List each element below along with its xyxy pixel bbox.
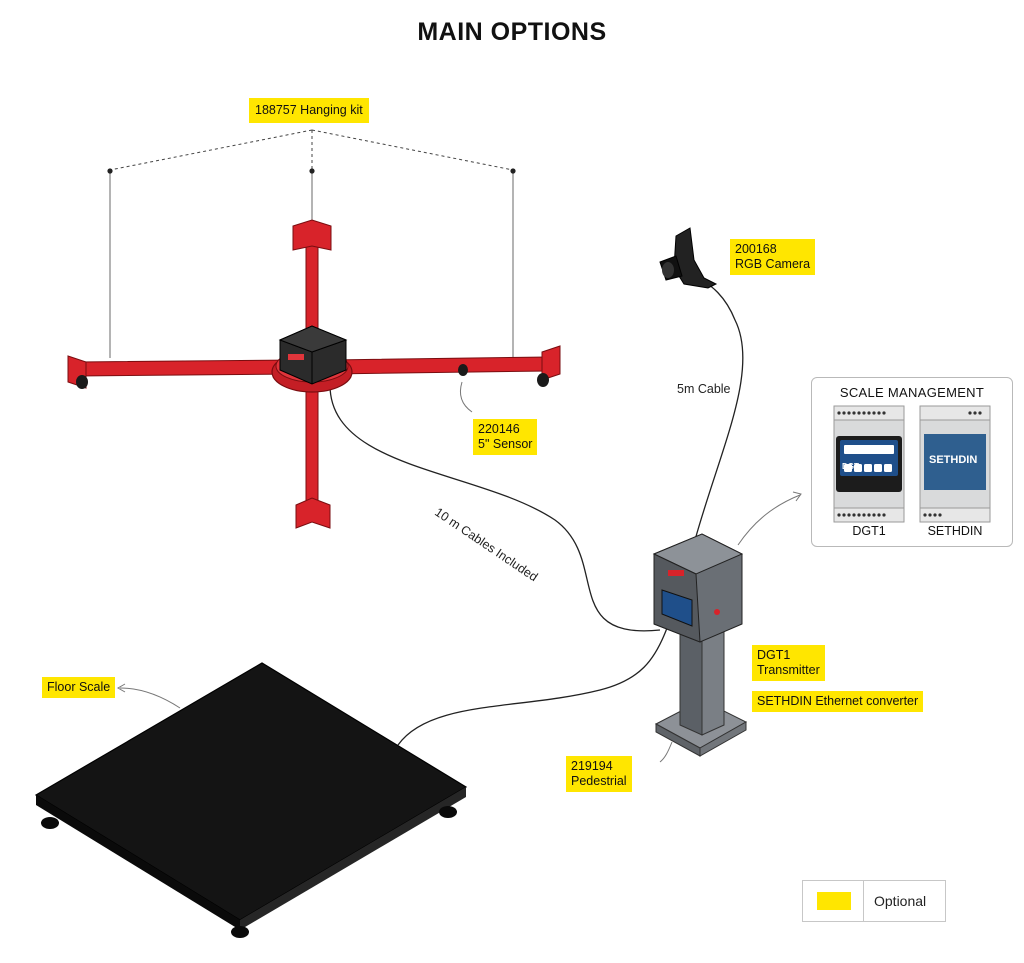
scale-management-title: SCALE MANAGEMENT bbox=[839, 385, 985, 400]
sethdin-screen-text: SETHDIN bbox=[929, 454, 978, 466]
floor-scale bbox=[34, 662, 468, 938]
transmitter-cabinet bbox=[652, 533, 744, 643]
hanging-kit-label: 188757 Hanging kit bbox=[255, 103, 363, 117]
terminal-dots bbox=[837, 411, 982, 517]
hanging-kit-lines bbox=[109, 129, 514, 358]
pedestal-tag: 219194 Pedestrial bbox=[566, 756, 632, 792]
sethdin-tag: SETHDIN Ethernet converter bbox=[752, 691, 924, 712]
sensor-name: 5" Sensor bbox=[478, 437, 533, 451]
pedestal-name: Pedestrial bbox=[571, 774, 627, 788]
sensor-tag: 220146 5" Sensor bbox=[473, 419, 538, 455]
rgb-camera bbox=[659, 227, 718, 289]
dgt1-device bbox=[833, 405, 905, 523]
pedestal-code: 219194 bbox=[571, 759, 613, 773]
dgt1-code: DGT1 bbox=[757, 648, 791, 662]
pointer-arrows bbox=[116, 381, 802, 763]
sensor-hub-box bbox=[278, 325, 348, 385]
legend: Optional bbox=[802, 880, 946, 922]
dgt1-tag: DGT1 Transmitter bbox=[752, 645, 825, 681]
sensor-code: 220146 bbox=[478, 422, 520, 436]
rgb-camera-name: RGB Camera bbox=[735, 257, 811, 271]
rgb-camera-tag: 200168 RGB Camera bbox=[730, 239, 816, 275]
sethdin-device-label: SETHDIN bbox=[927, 524, 983, 538]
dgt1-device-label: DGT1 bbox=[852, 524, 886, 538]
rgb-camera-code: 200168 bbox=[735, 242, 777, 256]
scale-management-devices bbox=[833, 405, 991, 523]
scale-management-box: SCALE MANAGEMENT bbox=[811, 377, 1013, 547]
legend-label: Optional bbox=[874, 893, 927, 909]
sethdin-label: SETHDIN Ethernet converter bbox=[757, 694, 919, 708]
cables bbox=[329, 279, 744, 746]
cable-5m-label: 5m Cable bbox=[677, 382, 731, 396]
floor-scale-label: Floor Scale bbox=[47, 680, 111, 694]
dgt1-screen-text: DGT bbox=[842, 462, 859, 471]
page-title: MAIN OPTIONS bbox=[417, 18, 607, 46]
dgt1-name: Transmitter bbox=[757, 663, 820, 677]
hanging-kit-anchors bbox=[107, 168, 516, 174]
legend-divider bbox=[863, 881, 864, 921]
floor-scale-tag: Floor Scale bbox=[42, 677, 116, 698]
legend-swatch bbox=[817, 892, 851, 910]
sethdin-device bbox=[919, 405, 991, 523]
hanging-kit-tag: 188757 Hanging kit bbox=[249, 98, 369, 123]
